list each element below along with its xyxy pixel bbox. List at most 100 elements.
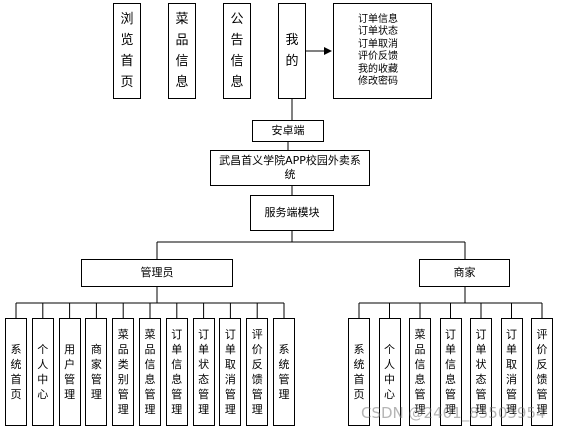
char: 理 <box>198 403 210 416</box>
char: 单 <box>198 343 210 356</box>
char: 类 <box>117 358 129 371</box>
char: 状 <box>198 358 210 371</box>
char: 订 <box>445 328 456 341</box>
mine-item: 订单状态 <box>358 26 398 37</box>
admin-child: 订单状态管理 <box>192 318 215 426</box>
char: 理 <box>251 403 263 416</box>
char: 览 <box>120 33 134 48</box>
char: 理 <box>414 403 426 416</box>
char: 理 <box>90 388 102 401</box>
char: 管 <box>117 388 129 401</box>
system-label: 武昌首义学院APP校园外卖系统 <box>219 154 361 181</box>
char: 个 <box>37 343 49 356</box>
char: 反 <box>251 358 263 371</box>
char: 价 <box>251 343 263 356</box>
char: 品 <box>144 343 156 356</box>
mine-item: 订单取消 <box>358 38 398 50</box>
merchant-child: 菜品信息管理 <box>409 318 431 426</box>
char: 单 <box>445 343 456 356</box>
server-node: 服务端模块 <box>250 195 334 231</box>
char: 个 <box>384 343 395 356</box>
char: 信 <box>230 54 244 69</box>
char: 信 <box>144 358 156 371</box>
module-announcement: 公告信息 <box>223 3 251 99</box>
char: 菜 <box>144 328 156 341</box>
char: 管 <box>475 388 487 401</box>
char: 状 <box>475 358 487 371</box>
module-dish-info: 菜品信息 <box>168 3 196 99</box>
char: 消 <box>506 373 517 386</box>
char: 的 <box>285 54 299 69</box>
char: 管 <box>278 373 290 386</box>
char: 管 <box>90 373 102 386</box>
char: 订 <box>475 328 487 341</box>
merchant-child: 个人中心 <box>378 318 401 426</box>
char: 管 <box>144 388 156 401</box>
merchant-node: 商家 <box>419 259 510 287</box>
char: 首 <box>10 373 22 386</box>
char: 理 <box>506 403 517 416</box>
mine-item: 我的收藏 <box>358 63 398 75</box>
char: 单 <box>171 343 183 356</box>
char: 家 <box>90 358 102 371</box>
char: 管 <box>251 388 263 401</box>
char: 页 <box>120 75 134 90</box>
char: 息 <box>171 373 183 386</box>
char: 息 <box>414 373 426 386</box>
char: 用 <box>64 343 76 356</box>
char: 心 <box>384 388 395 401</box>
mine-submodules: 订单信息订单状态订单取消评价反馈我的收藏修改密码 <box>333 3 432 99</box>
char: 订 <box>224 328 236 341</box>
char: 取 <box>506 358 517 371</box>
char: 品 <box>175 33 189 48</box>
char: 品 <box>117 343 129 356</box>
char: 管 <box>414 388 426 401</box>
char: 菜 <box>175 12 189 27</box>
char: 馈 <box>536 373 548 386</box>
char: 管 <box>198 388 210 401</box>
char: 订 <box>506 328 517 341</box>
char: 理 <box>278 388 290 401</box>
admin-child: 订单信息管理 <box>165 318 188 426</box>
char: 馈 <box>251 373 263 386</box>
char: 取 <box>224 358 236 371</box>
char: 系 <box>10 343 22 356</box>
char: 告 <box>230 33 244 48</box>
mine-item: 修改密码 <box>358 76 398 87</box>
char: 公 <box>230 12 244 27</box>
char: 价 <box>536 343 548 356</box>
char: 户 <box>64 358 76 371</box>
char: 理 <box>224 403 236 416</box>
android-node: 安卓端 <box>252 120 324 142</box>
char: 统 <box>278 358 290 371</box>
admin-child: 系统首页 <box>5 318 27 426</box>
char: 理 <box>64 388 76 401</box>
char: 态 <box>198 373 210 386</box>
char: 人 <box>384 358 395 371</box>
char: 理 <box>171 403 183 416</box>
char: 别 <box>117 373 129 386</box>
admin-node: 管理员 <box>81 259 233 287</box>
char: 订 <box>198 328 210 341</box>
char: 评 <box>251 328 263 341</box>
char: 反 <box>536 358 548 371</box>
char: 理 <box>117 403 129 416</box>
char: 品 <box>414 343 426 356</box>
char: 统 <box>10 358 22 371</box>
char: 息 <box>230 75 244 90</box>
admin-child: 个人中心 <box>31 318 54 426</box>
char: 页 <box>353 388 365 401</box>
char: 信 <box>171 358 183 371</box>
char: 人 <box>37 358 49 371</box>
char: 单 <box>506 343 517 356</box>
char: 态 <box>475 373 487 386</box>
merchant-child: 订单取消管理 <box>500 318 523 426</box>
char: 理 <box>144 403 156 416</box>
mine-item: 订单信息 <box>358 13 398 25</box>
android-label: 安卓端 <box>271 124 305 137</box>
char: 理 <box>475 403 487 416</box>
merchant-child: 评价反馈管理 <box>531 318 553 426</box>
admin-child: 评价反馈管理 <box>246 318 269 426</box>
